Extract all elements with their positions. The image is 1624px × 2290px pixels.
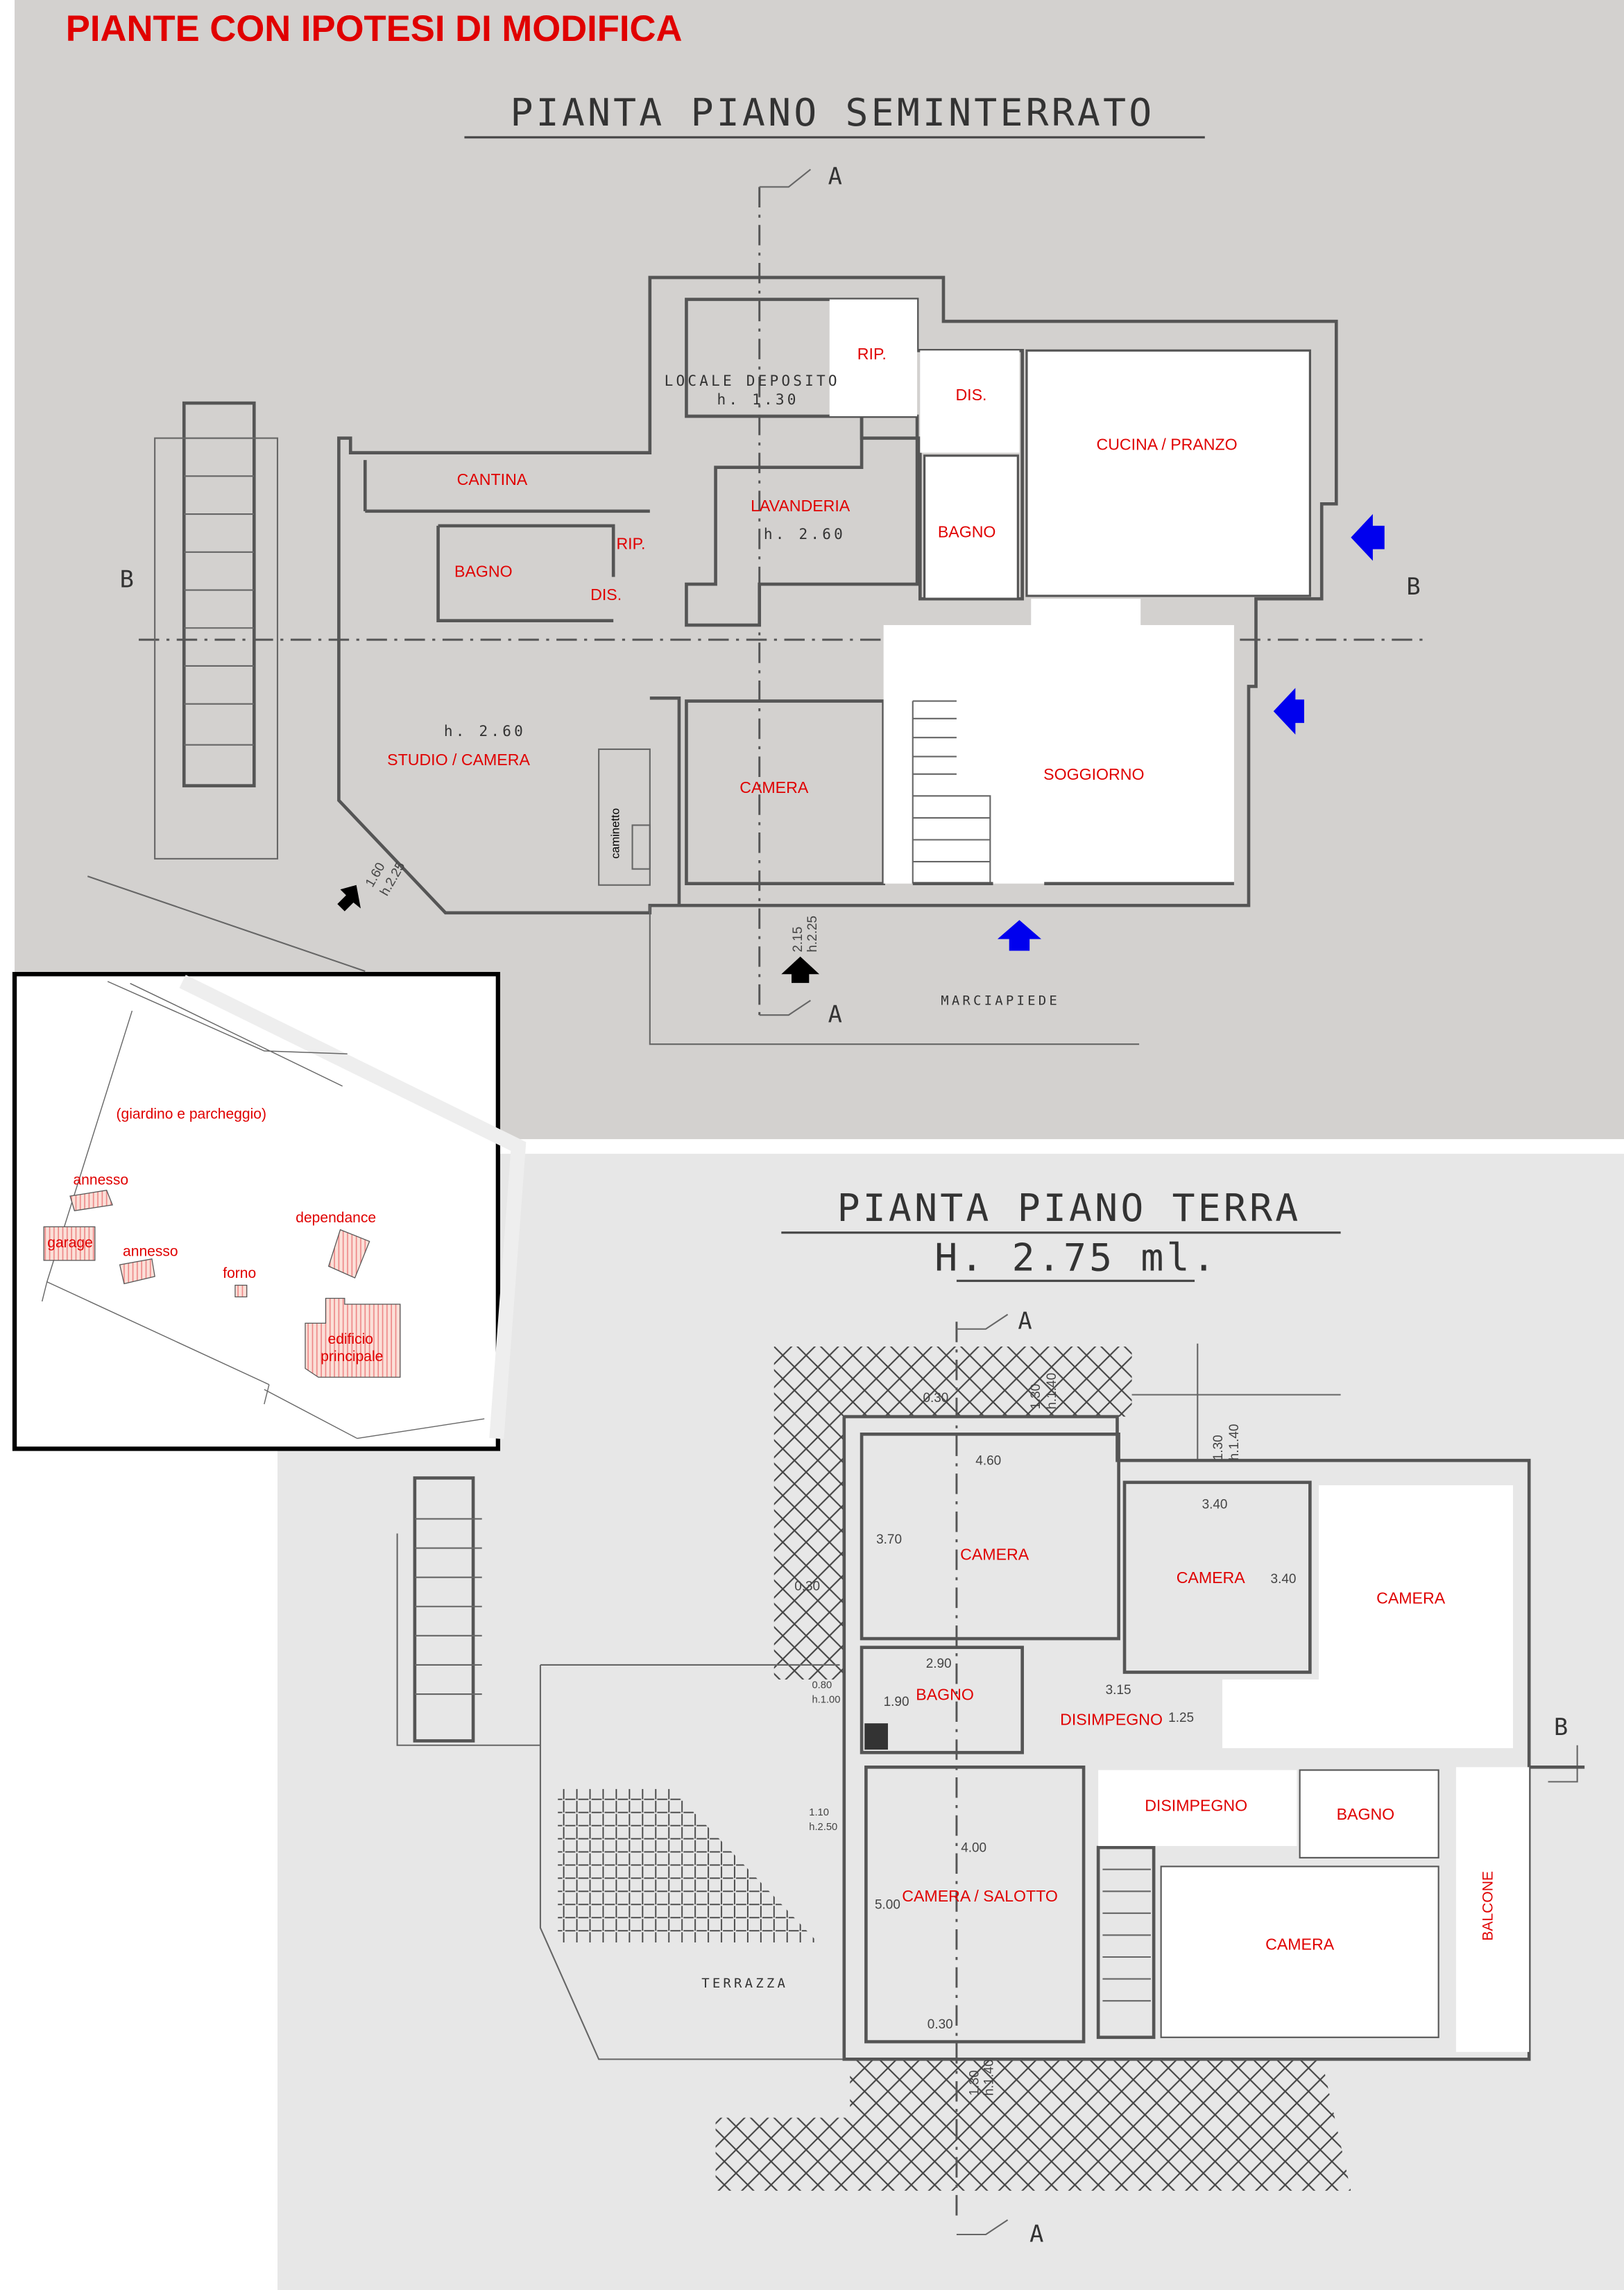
section-b-right: B (1406, 573, 1423, 600)
dim: 1.10 (809, 1807, 829, 1818)
room-cucina (1025, 349, 1311, 597)
entrance-arrow-icon (1273, 687, 1304, 735)
room-camera-white (1319, 1485, 1514, 1748)
label-dis-2: DIS. (590, 586, 622, 604)
dim: h.1.40 (1045, 1373, 1059, 1410)
dim: h.1.00 (812, 1695, 841, 1706)
label-principale: principale (320, 1349, 383, 1365)
label-camera-3: CAMERA (1376, 1589, 1446, 1607)
label-lavanderia: LAVANDERIA (751, 497, 851, 515)
room-balcone (1455, 1767, 1530, 2052)
label-disimpegno-1: DISIMPEGNO (1060, 1710, 1163, 1728)
entrance-arrow-icon (337, 885, 361, 912)
label-annesso-1: annesso (73, 1172, 128, 1188)
label-lavanderia-height: h. 2.60 (764, 525, 846, 542)
dim: 0.30 (928, 2017, 953, 2032)
room-camera-south (1160, 1865, 1439, 2038)
label-locale-deposito-height: h. 1.30 (717, 391, 799, 408)
entrance-arrow-icon (1351, 514, 1385, 561)
label-garage: garage (47, 1235, 93, 1251)
dim-window-2: 2.15 (791, 927, 805, 952)
dim: 3.70 (876, 1532, 902, 1547)
label-bagno: BAGNO (938, 523, 996, 541)
dim: 3.15 (1106, 1683, 1131, 1698)
ground-section-b: B (1554, 1714, 1571, 1741)
dim: 1.30 (1029, 1384, 1043, 1410)
label-giardino: (giardino e parcheggio) (117, 1106, 266, 1122)
room-rip (829, 299, 918, 416)
label-cucina: CUCINA / PRANZO (1096, 435, 1237, 453)
label-bagno-1: BAGNO (916, 1685, 974, 1703)
label-caminetto: caminetto (609, 808, 622, 859)
dim: 5.00 (875, 1898, 900, 1913)
dim: h.1.40 (982, 2059, 997, 2096)
room-soggiorno (883, 625, 1234, 884)
entrance-arrow-icon (997, 920, 1042, 951)
label-annesso-2: annesso (123, 1243, 178, 1259)
label-rip-2: RIP. (616, 535, 645, 553)
section-a-bottom: A (828, 1001, 845, 1028)
label-locale-deposito: LOCALE DEPOSITO (665, 372, 840, 389)
dim: 0.30 (923, 1391, 948, 1405)
label-soggiorno: SOGGIORNO (1043, 765, 1144, 783)
label-edificio: edificio (327, 1331, 373, 1347)
dim: h.1.40 (1227, 1424, 1242, 1461)
basement-sheet (15, 0, 1624, 1140)
label-marciapiede: MARCIAPIEDE (941, 993, 1060, 1008)
dim: 4.60 (975, 1454, 1001, 1469)
dim: 1.30 (967, 2070, 982, 2096)
label-camera: CAMERA (740, 778, 809, 796)
dim: 0.80 (812, 1680, 832, 1691)
label-camera-salotto: CAMERA / SALOTTO (902, 1887, 1058, 1905)
dim: 3.40 (1202, 1498, 1228, 1512)
label-camera-1: CAMERA (960, 1545, 1029, 1563)
label-cantina: CANTINA (457, 470, 528, 488)
label-camera-2: CAMERA (1177, 1569, 1246, 1587)
dim: 1.30 (1211, 1435, 1226, 1460)
room-bagno (923, 454, 1019, 600)
section-b-left: B (120, 565, 137, 592)
label-forno: forno (223, 1265, 256, 1281)
basement-plan: PIANTA PIANO SEMINTERRATO A A B B LOCALE… (87, 90, 1428, 1045)
basement-title: PIANTA PIANO SEMINTERRATO (511, 90, 1155, 135)
ground-section-a-top: A (1018, 1308, 1034, 1335)
label-terrazza: TERRAZZA (701, 1976, 788, 1991)
label-rip: RIP. (857, 345, 887, 363)
label-bagno-2: BAGNO (1337, 1805, 1395, 1823)
dim: 2.90 (926, 1657, 952, 1671)
label-balcone: BALCONE (1480, 1871, 1496, 1941)
ground-title: PIANTA PIANO TERRA (837, 1186, 1301, 1230)
section-a-top: A (828, 162, 845, 189)
entrance-arrow-icon (781, 956, 820, 983)
label-dis: DIS. (955, 386, 986, 404)
ground-plan: PIANTA PIANO TERRA H. 2.75 ml. A A B C (396, 1186, 1585, 2248)
dim-window-2-height: h.2.25 (805, 916, 820, 952)
room-disimpegno (1098, 1770, 1297, 1847)
label-studio-height: h. 2.60 (444, 722, 526, 740)
dim: 1.25 (1168, 1711, 1194, 1725)
dim: 1.90 (884, 1695, 909, 1709)
dim: 0.30 (794, 1580, 820, 1594)
dim: 4.00 (961, 1840, 986, 1855)
label-dependance: dependance (296, 1210, 376, 1226)
page-title: PIANTE CON IPOTESI DI MODIFICA (66, 8, 683, 49)
dim: h.2.50 (809, 1822, 837, 1833)
label-camera-4: CAMERA (1265, 1935, 1335, 1953)
site-map-inset: (giardino e parcheggio) annesso garage a… (12, 972, 527, 1451)
room-dis (920, 350, 1020, 453)
label-disimpegno-2: DISIMPEGNO (1145, 1796, 1247, 1814)
ground-height: H. 2.75 ml. (934, 1236, 1218, 1280)
label-bagno-2: BAGNO (454, 563, 513, 581)
room-bagno (1299, 1769, 1439, 1859)
ground-section-a-bottom: A (1029, 2221, 1046, 2248)
dim: 3.40 (1271, 1572, 1297, 1587)
label-studio: STUDIO / CAMERA (387, 751, 530, 769)
